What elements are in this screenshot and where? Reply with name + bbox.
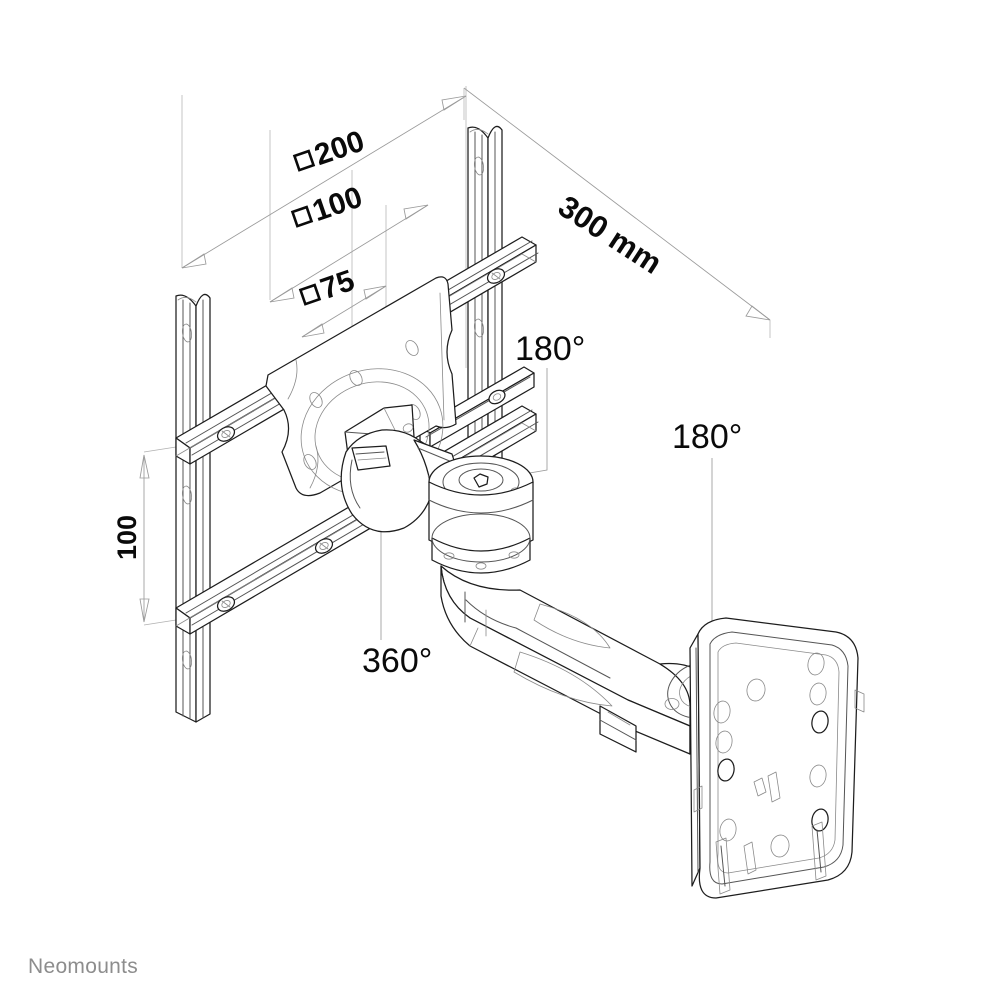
dim-height-100-line: [139, 446, 177, 626]
wall-plate-holes: [693, 652, 865, 895]
angle-label-tilt-swivel-180: 180°: [515, 330, 585, 368]
crossbar-middle-screw: [488, 389, 506, 405]
rotation-barrel: [428, 455, 534, 574]
brand-logo-neomounts: Neomounts: [28, 955, 139, 978]
dim-300mm-line: [463, 87, 771, 338]
crossbar-upper-screw-right: [486, 268, 506, 284]
angle-label-rotate-360: 360°: [362, 642, 432, 680]
wall-plate: [689, 617, 865, 899]
crossbar-lower-screw-mid: [314, 538, 334, 554]
dim-200-line: [181, 95, 467, 269]
crossbar-upper-screw-left: [216, 426, 236, 442]
vesa-rail-left: [175, 293, 211, 723]
dim-100-line: [269, 204, 429, 303]
dim-label-height-100-text: 100: [112, 515, 142, 560]
angle-label-wall-swivel-180: 180°: [672, 418, 742, 456]
dim-label-height-100: 100: [112, 515, 142, 560]
crossbar-lower-screw-left: [216, 596, 236, 612]
dim-75-line: [301, 285, 387, 338]
dim-label-vesa-200: 200: [292, 125, 369, 172]
